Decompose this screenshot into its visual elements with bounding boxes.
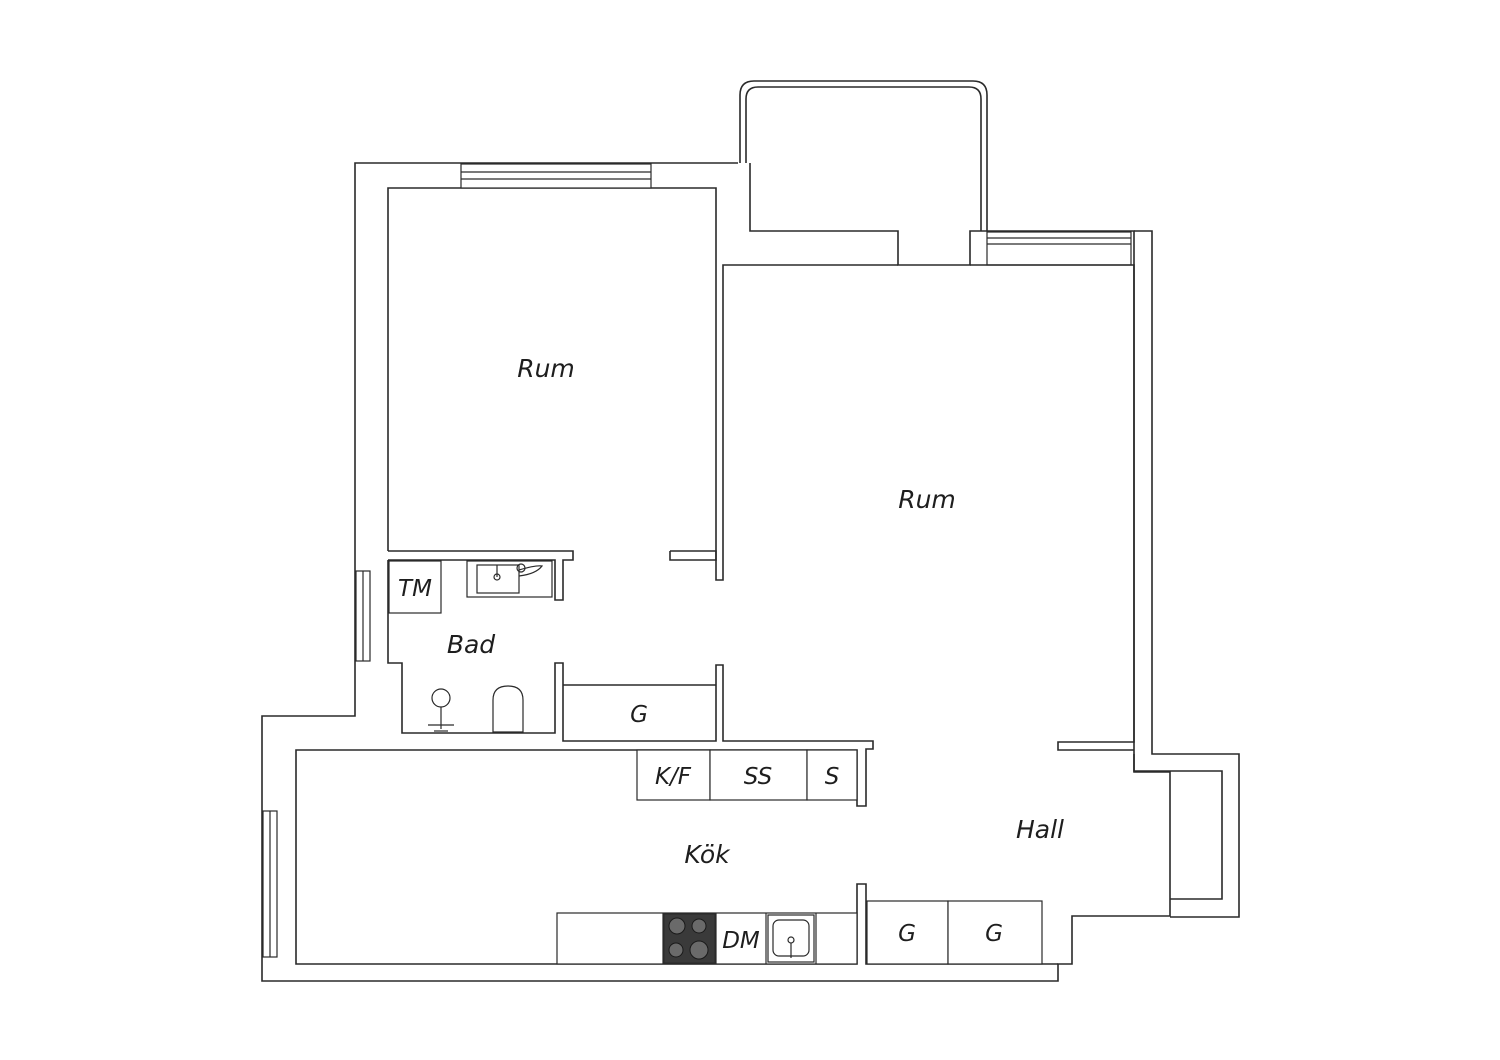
stove (663, 913, 716, 964)
kitchen-sink (767, 914, 815, 963)
window-bathroom (355, 570, 371, 662)
label-pantry: SS (744, 764, 772, 790)
washing-machine (388, 560, 442, 614)
bathroom-sink (466, 560, 553, 598)
label-wardrobe-bath: G (630, 702, 648, 728)
room-label-hall: Hall (1016, 815, 1064, 844)
room-label-kitchen: Kök (684, 840, 731, 869)
label-storage: S (825, 764, 840, 790)
toilet (492, 685, 524, 733)
bedroom-walls (387, 187, 898, 601)
room-label-bedroom: Rum (517, 354, 575, 383)
shower (428, 688, 454, 732)
label-washing-machine: TM (398, 576, 432, 602)
hall-wardrobes (866, 900, 1043, 965)
outer-walls (261, 80, 1240, 982)
living-room-walls (970, 264, 1135, 751)
window-living (986, 231, 1132, 266)
room-label-living-room: Rum (898, 485, 956, 514)
kitchen-upper-cabinets (636, 749, 858, 801)
label-wardrobe-hall-2: G (985, 921, 1003, 947)
label-wardrobe-hall-1: G (898, 921, 916, 947)
label-fridge-freezer: K/F (655, 764, 692, 790)
room-label-bathroom: Bad (447, 630, 495, 659)
label-dishwasher: DM (722, 928, 760, 954)
window-kitchen (262, 810, 278, 958)
window-bedroom (460, 163, 652, 189)
